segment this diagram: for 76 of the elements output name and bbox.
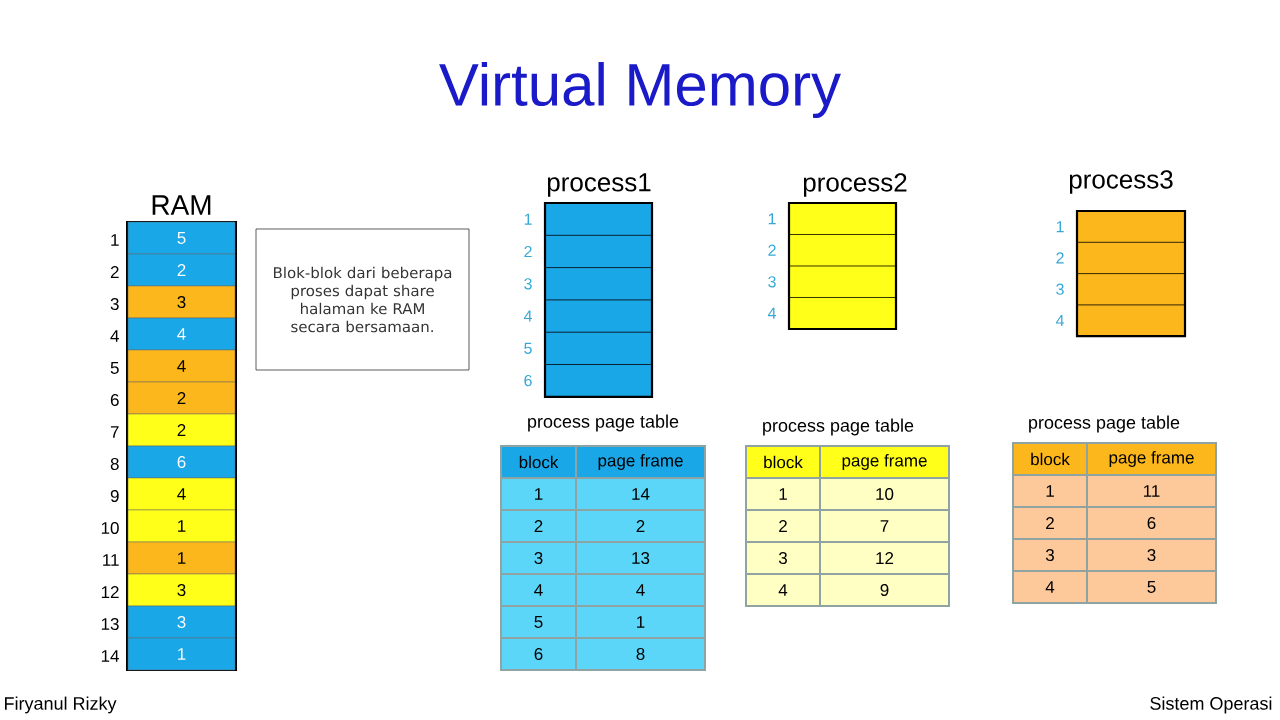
table-cell: 1 bbox=[1012, 474, 1088, 508]
table-cell: 1 bbox=[745, 477, 821, 511]
table-cell: 12 bbox=[819, 541, 950, 575]
memory-cell: 3 bbox=[127, 605, 236, 639]
row-number: 14 bbox=[101, 650, 119, 662]
header-cell: block bbox=[745, 445, 821, 479]
process-column: process3 bbox=[1069, 170, 1187, 338]
table-cell: 5 bbox=[500, 605, 577, 639]
table-cell: 2 bbox=[500, 509, 577, 543]
memory-cell: 5 bbox=[127, 221, 236, 255]
memory-cell: 1 bbox=[127, 541, 236, 575]
row-number: 5 bbox=[110, 362, 119, 374]
table-cell: 3 bbox=[1086, 538, 1217, 572]
table-heading: process page table bbox=[763, 418, 914, 436]
header-cell: page frame bbox=[575, 445, 706, 479]
process-column: process1 bbox=[543, 173, 654, 398]
note-box: Blok-blok dari beberapa proses dapat share halaman ke RAM secara bersamaan. bbox=[255, 228, 470, 371]
row-number: 4 bbox=[110, 330, 119, 342]
memory-cell: 4 bbox=[127, 349, 236, 383]
process-column: process2 bbox=[787, 173, 907, 331]
table-cell: 1 bbox=[575, 605, 706, 639]
node-label: RAM bbox=[152, 195, 211, 215]
memory-cell: 4 bbox=[127, 477, 236, 511]
title: Virtual Memory bbox=[439, 62, 841, 118]
node-label: process3 bbox=[1069, 170, 1173, 194]
header-cell: page frame bbox=[819, 445, 950, 479]
node-label: process2 bbox=[803, 173, 907, 197]
memory-cell: 6 bbox=[127, 445, 236, 479]
header-cell: page frame bbox=[1086, 442, 1217, 476]
table-cell: 1 bbox=[500, 477, 577, 511]
memory-cell: 3 bbox=[127, 285, 236, 319]
author-name: Firyanul Rizky bbox=[5, 696, 117, 714]
row-number: 2 bbox=[110, 266, 119, 278]
table-cell: 13 bbox=[575, 541, 706, 575]
table-cell: 7 bbox=[819, 509, 950, 543]
row-number: 10 bbox=[101, 521, 119, 534]
table-cell: 3 bbox=[500, 541, 577, 575]
table-cell: 3 bbox=[745, 541, 821, 575]
row-number: 8 bbox=[110, 458, 119, 470]
memory-cell: 2 bbox=[127, 413, 236, 447]
node-label: process1 bbox=[547, 173, 651, 197]
row-number: 1 bbox=[111, 234, 119, 246]
table-cell: 6 bbox=[500, 637, 577, 671]
table-cell: 4 bbox=[1012, 570, 1088, 604]
header-cell: block bbox=[1012, 442, 1088, 476]
course-name: Sistem Operasi bbox=[1150, 696, 1272, 714]
table-cell: 2 bbox=[1012, 506, 1088, 540]
row-number: 11 bbox=[103, 554, 119, 566]
memory-cell: 1 bbox=[127, 637, 236, 671]
row-number: 3 bbox=[110, 298, 119, 310]
table-cell: 2 bbox=[745, 509, 821, 543]
table-cell: 2 bbox=[575, 509, 706, 543]
table-cell: 6 bbox=[1086, 506, 1217, 540]
table-cell: 8 bbox=[575, 637, 706, 671]
memory-cell: 2 bbox=[127, 381, 236, 415]
table-cell: 4 bbox=[500, 573, 577, 607]
memory-cell: 3 bbox=[127, 573, 236, 607]
table-cell: 14 bbox=[575, 477, 706, 511]
table-cell: 5 bbox=[1086, 570, 1217, 604]
table-cell: 3 bbox=[1012, 538, 1088, 572]
memory-cell: 1 bbox=[127, 509, 236, 543]
table-heading: process page table bbox=[1029, 415, 1180, 433]
table-cell: 9 bbox=[819, 573, 950, 607]
row-number: 7 bbox=[110, 426, 119, 438]
table-heading: process page table bbox=[528, 414, 679, 432]
memory-cell: 2 bbox=[127, 253, 236, 287]
table-cell: 11 bbox=[1086, 474, 1217, 508]
table-cell: 4 bbox=[575, 573, 706, 607]
row-number: 9 bbox=[110, 490, 119, 502]
row-number: 13 bbox=[101, 617, 119, 630]
row-number: 12 bbox=[101, 586, 119, 598]
memory-cell: 4 bbox=[127, 317, 236, 351]
table-cell: 4 bbox=[745, 573, 821, 607]
header-cell: block bbox=[500, 445, 577, 479]
table-cell: 10 bbox=[819, 477, 950, 511]
row-number: 6 bbox=[110, 394, 119, 406]
